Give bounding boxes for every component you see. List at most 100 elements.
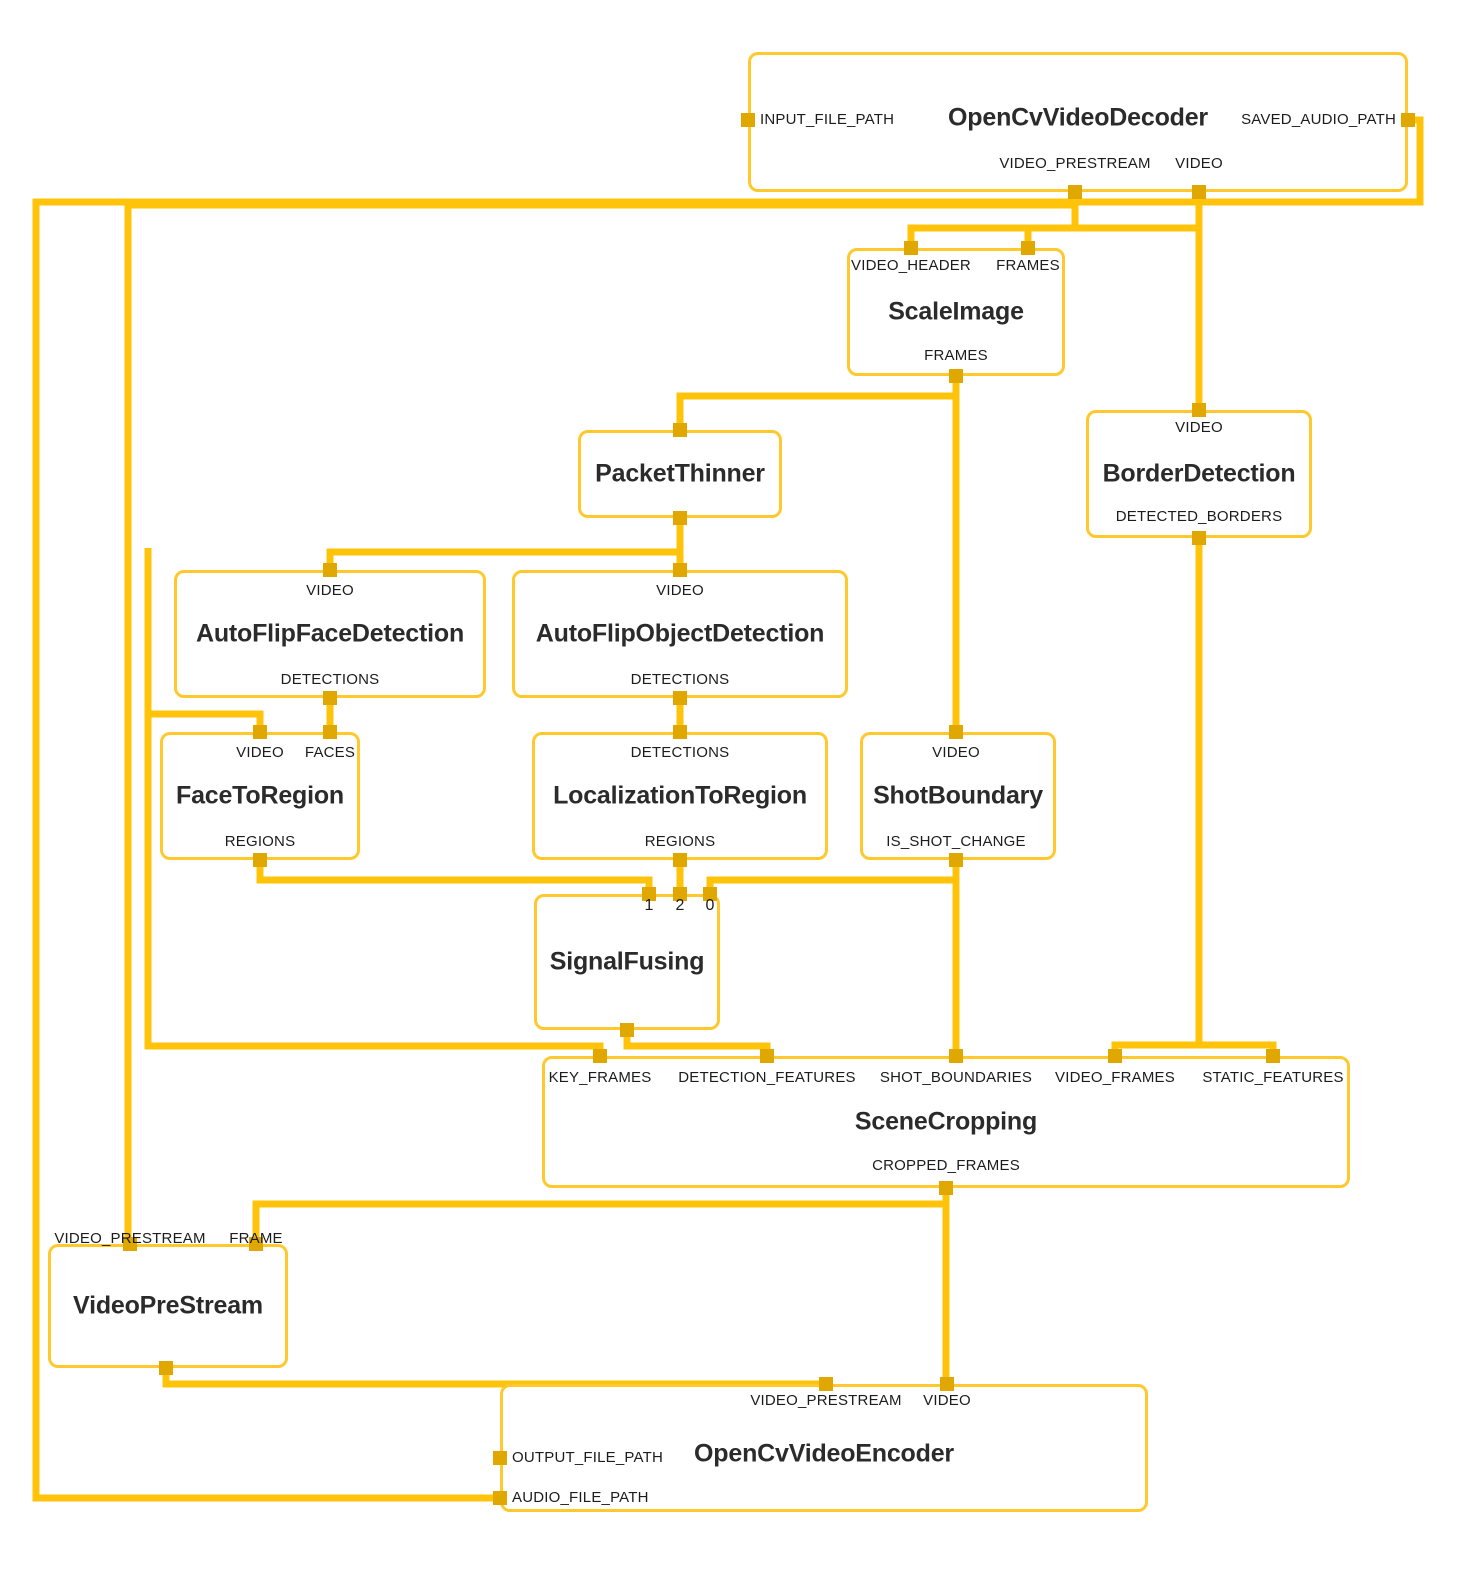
port-out-regions[interactable] [673, 853, 687, 867]
node-title: SignalFusing [549, 947, 705, 976]
port-in-video[interactable] [940, 1377, 954, 1391]
port-label-detections: DETECTIONS [630, 671, 730, 688]
port-label-video: VIDEO [236, 744, 284, 761]
node-title: PacketThinner [595, 459, 765, 488]
port-in-frames[interactable] [1021, 241, 1035, 255]
port-in-audio-file-path[interactable] [493, 1491, 507, 1505]
port-label-static-features: STATIC_FEATURES [1202, 1069, 1344, 1086]
port-in-2[interactable] [673, 887, 687, 901]
node-shot-boundary[interactable]: ShotBoundary [860, 732, 1056, 860]
node-opencv-video-decoder[interactable]: OpenCvVideoDecoder [748, 52, 1408, 192]
port-in-video-frames[interactable] [1108, 1049, 1122, 1063]
port-label-video: VIDEO [932, 744, 980, 761]
port-in-video[interactable] [673, 563, 687, 577]
port-out-detections[interactable] [673, 691, 687, 705]
port-in-input-file-path[interactable] [741, 113, 755, 127]
graph-edge [252, 1200, 946, 1244]
port-label-2: 2 [675, 897, 685, 914]
port-in-output-file-path[interactable] [493, 1451, 507, 1465]
port-label-0: 0 [705, 897, 715, 914]
port-in[interactable] [673, 423, 687, 437]
port-in-video[interactable] [323, 563, 337, 577]
port-in-key-frames[interactable] [593, 1049, 607, 1063]
port-label-cropped-frames: CROPPED_FRAMES [872, 1157, 1020, 1174]
port-label-key-frames: KEY_FRAMES [548, 1069, 652, 1086]
port-out-is-shot-change[interactable] [949, 853, 963, 867]
port-in-shot-boundaries[interactable] [949, 1049, 963, 1063]
port-out-saved-audio-path[interactable] [1401, 113, 1415, 127]
port-in-1[interactable] [642, 887, 656, 901]
port-out[interactable] [673, 511, 687, 525]
node-title: AutoFlipFaceDetection [195, 619, 465, 648]
port-label-video-header: VIDEO_HEADER [851, 257, 971, 274]
node-title: AutoFlipObjectDetection [535, 619, 825, 648]
node-title: SceneCropping [854, 1107, 1038, 1136]
port-label-video: VIDEO [1175, 419, 1223, 436]
graph-edge [1195, 538, 1277, 1056]
graph-edge [706, 860, 960, 894]
port-label-video: VIDEO [923, 1392, 971, 1409]
node-video-prestream[interactable]: VideoPreStream [48, 1244, 288, 1368]
port-label-input-file-path: INPUT_FILE_PATH [760, 111, 895, 128]
node-title: VideoPreStream [73, 1291, 263, 1320]
port-label-is-shot-change: IS_SHOT_CHANGE [886, 833, 1026, 850]
node-scale-image[interactable]: ScaleImage [847, 248, 1065, 376]
port-label-frame: FRAME [229, 1230, 283, 1247]
port-label-video-prestream: VIDEO_PRESTREAM [750, 1392, 902, 1409]
graph-edge [907, 192, 1079, 248]
port-label-detections: DETECTIONS [630, 744, 730, 761]
port-out-video-prestream[interactable] [1068, 185, 1082, 199]
port-label-detected-borders: DETECTED_BORDERS [1115, 508, 1283, 525]
port-out-regions[interactable] [253, 853, 267, 867]
port-label-audio-file-path: AUDIO_FILE_PATH [512, 1489, 649, 1506]
node-opencv-video-encoder[interactable]: OpenCvVideoEncoder [500, 1384, 1148, 1512]
port-label-shot-boundaries: SHOT_BOUNDARIES [879, 1069, 1033, 1086]
port-in-static-features[interactable] [1266, 1049, 1280, 1063]
port-in-faces[interactable] [323, 725, 337, 739]
port-in-frame[interactable] [249, 1237, 263, 1251]
port-label-saved-audio-path: SAVED_AUDIO_PATH [1241, 111, 1396, 128]
node-packet-thinner[interactable]: PacketThinner [578, 430, 782, 518]
port-label-frames: FRAMES [924, 347, 988, 364]
port-in-detection-features[interactable] [760, 1049, 774, 1063]
port-in-video[interactable] [1192, 403, 1206, 417]
port-out[interactable] [620, 1023, 634, 1037]
port-label-video-prestream: VIDEO_PRESTREAM [999, 155, 1151, 172]
port-label-detection-features: DETECTION_FEATURES [678, 1069, 856, 1086]
node-title: OpenCvVideoEncoder [694, 1439, 954, 1468]
port-label-video: VIDEO [306, 582, 354, 599]
node-title: BorderDetection [1102, 459, 1296, 488]
port-in-video-prestream[interactable] [819, 1377, 833, 1391]
port-out-detected-borders[interactable] [1192, 531, 1206, 545]
port-out-cropped-frames[interactable] [939, 1181, 953, 1195]
graph-edge [256, 860, 653, 894]
port-in-video[interactable] [949, 725, 963, 739]
port-in-video-prestream[interactable] [123, 1237, 137, 1251]
graph-edge [623, 1030, 771, 1056]
node-localization-to-region[interactable]: LocalizationToRegion [532, 732, 828, 860]
graph-edge [162, 1368, 826, 1388]
port-label-video-frames: VIDEO_FRAMES [1055, 1069, 1175, 1086]
port-out[interactable] [159, 1361, 173, 1375]
node-signal-fusing[interactable]: SignalFusing [534, 894, 720, 1030]
port-label-video: VIDEO [656, 582, 704, 599]
port-out-frames[interactable] [949, 369, 963, 383]
node-face-to-region[interactable]: FaceToRegion [160, 732, 360, 860]
port-in-video[interactable] [253, 725, 267, 739]
port-out-detections[interactable] [323, 691, 337, 705]
port-label-faces: FACES [304, 744, 356, 761]
node-title: FaceToRegion [176, 781, 344, 810]
port-in-video-header[interactable] [904, 241, 918, 255]
port-label-video-prestream: VIDEO_PRESTREAM [54, 1230, 206, 1247]
node-title: OpenCvVideoDecoder [948, 103, 1208, 132]
node-title: LocalizationToRegion [553, 781, 807, 810]
port-in-0[interactable] [703, 887, 717, 901]
port-label-output-file-path: OUTPUT_FILE_PATH [512, 1449, 664, 1466]
port-label-video: VIDEO [1175, 155, 1223, 172]
port-label-detections: DETECTIONS [280, 671, 380, 688]
node-title: ScaleImage [888, 297, 1024, 326]
graph-edge [32, 116, 1424, 1502]
port-out-video[interactable] [1192, 185, 1206, 199]
port-in-detections[interactable] [673, 725, 687, 739]
